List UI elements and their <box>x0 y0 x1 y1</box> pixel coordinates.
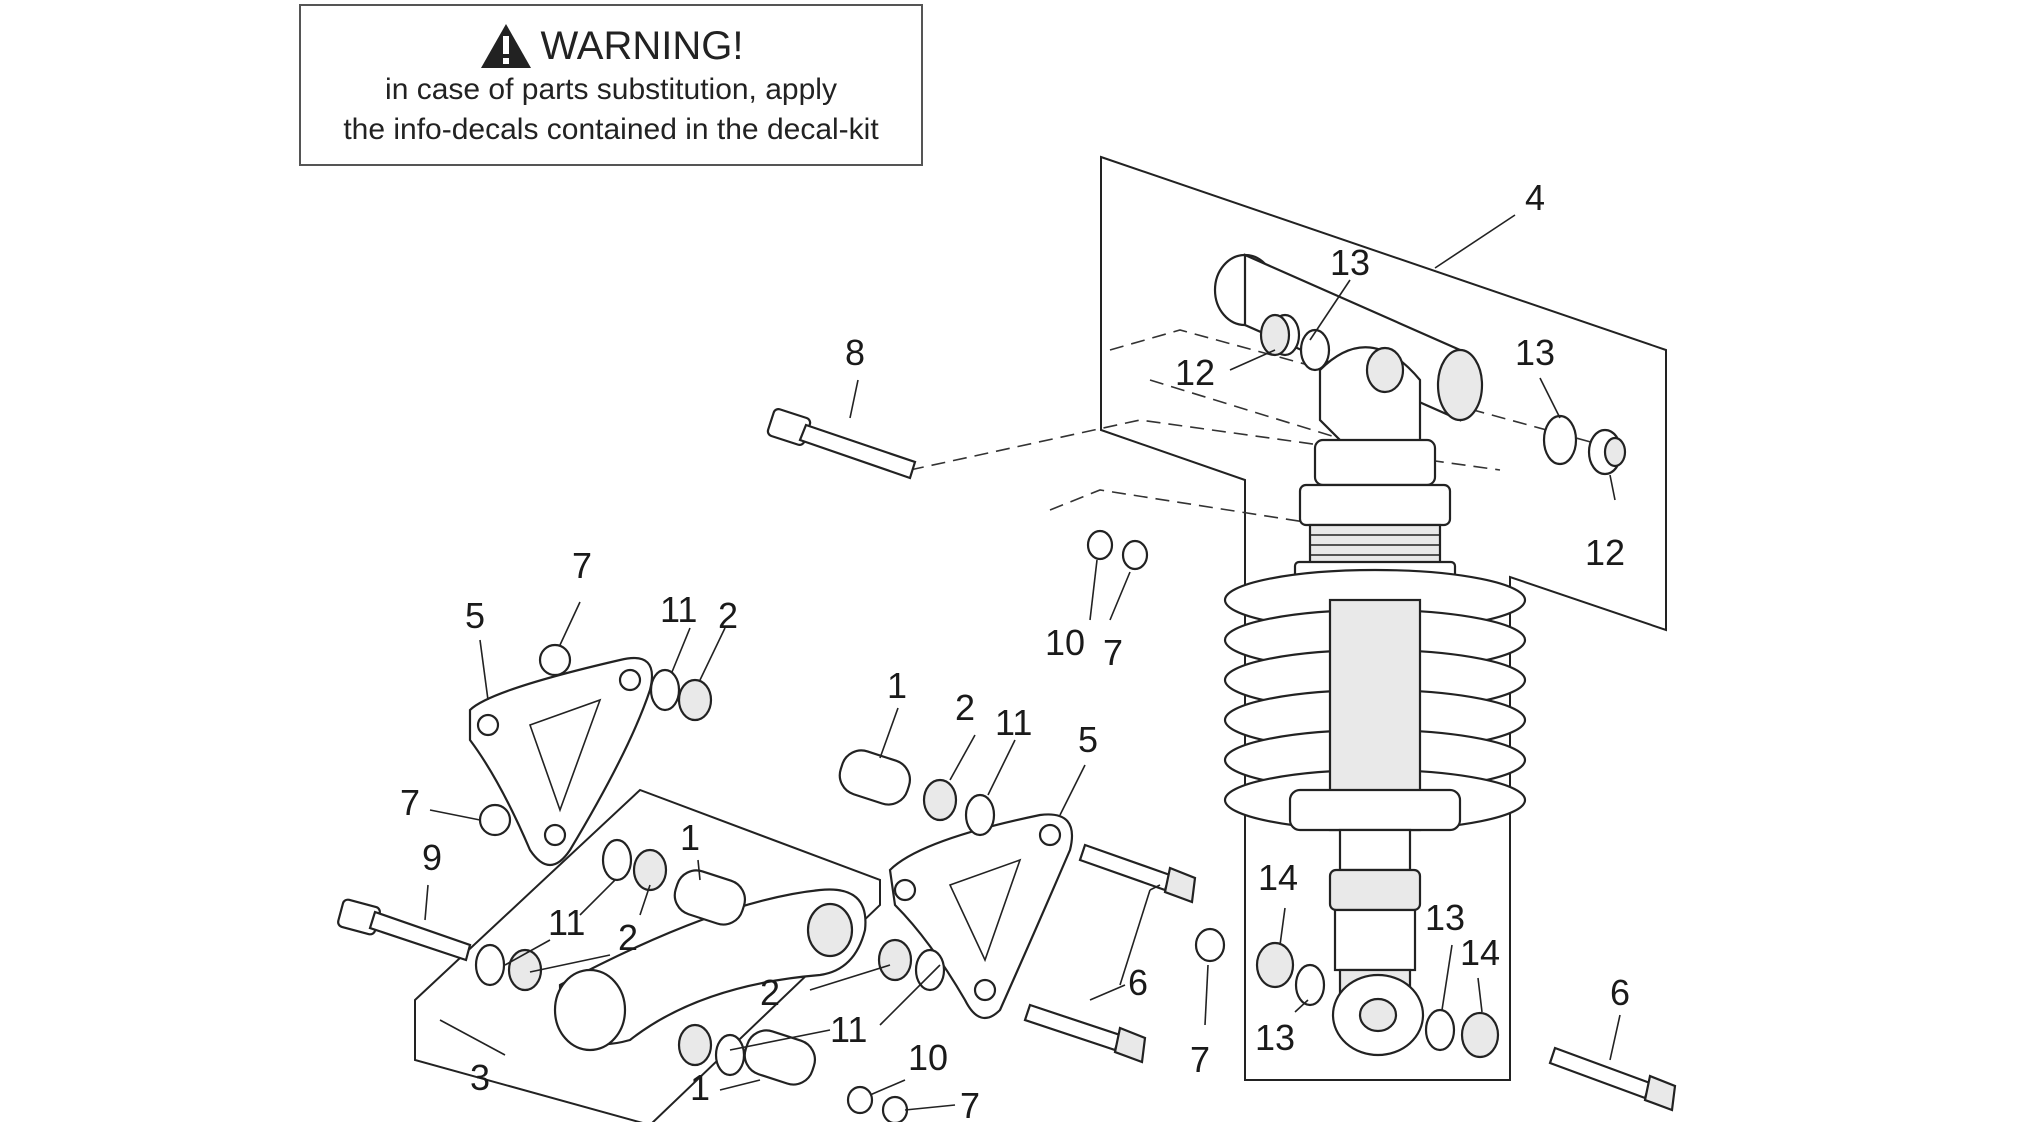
label-13-right: 13 <box>1515 332 1555 373</box>
label-7-bottom: 7 <box>960 1085 980 1122</box>
warning-title: WARNING! <box>540 24 744 68</box>
label-5-right: 5 <box>1078 719 1098 760</box>
label-2-top: 2 <box>718 595 738 636</box>
warning-line-2: the info-decals contained in the decal-k… <box>343 113 879 146</box>
warning-heading: WARNING! <box>301 22 921 70</box>
leader-lines <box>424 214 1621 1111</box>
label-11-lower: 11 <box>830 1009 867 1050</box>
label-7-right: 7 <box>1190 1039 1210 1080</box>
label-7-top: 7 <box>572 545 592 586</box>
label-5-left: 5 <box>465 595 485 636</box>
bolt-linkage-upper <box>1078 843 1197 904</box>
label-3: 3 <box>470 1057 490 1098</box>
label-1-middle: 1 <box>680 817 700 858</box>
label-13-top: 13 <box>1330 242 1370 283</box>
linkage-group-frame <box>414 788 881 1122</box>
label-1-top: 1 <box>887 665 907 706</box>
warning-box: WARNING! in case of parts substitution, … <box>299 4 923 166</box>
label-1-lower: 1 <box>690 1067 710 1108</box>
shock-bushings <box>1255 313 1627 1059</box>
label-12-top: 12 <box>1175 352 1215 393</box>
warning-triangle-icon <box>480 24 531 68</box>
label-7-left: 7 <box>400 782 420 823</box>
label-2-middle: 2 <box>955 687 975 728</box>
label-9: 9 <box>422 837 442 878</box>
assembly-axes <box>909 329 1621 541</box>
label-12-right: 12 <box>1585 532 1625 573</box>
label-10-lower: 10 <box>908 1037 948 1078</box>
shock-absorber <box>1213 253 1527 1057</box>
label-11-top: 11 <box>660 589 697 630</box>
shock-absorber-group-frame <box>1100 155 1667 1081</box>
reference-labels: 4 13 12 13 12 8 10 7 7 5 11 2 7 9 1 2 11… <box>400 177 1630 1122</box>
label-11-left: 11 <box>548 902 585 943</box>
label-8: 8 <box>845 332 865 373</box>
label-6-middle: 6 <box>1128 962 1148 1003</box>
label-11-middle: 11 <box>995 702 1032 743</box>
label-2-left: 2 <box>618 917 638 958</box>
label-13-left: 13 <box>1255 1017 1295 1058</box>
label-7-upper: 7 <box>1103 632 1123 673</box>
bolt-left <box>337 898 472 962</box>
warning-line-1: in case of parts substitution, apply <box>385 73 837 106</box>
label-14-left: 14 <box>1258 857 1298 898</box>
bolt-shock-lower <box>1548 1046 1677 1112</box>
label-2-lower: 2 <box>760 972 780 1013</box>
label-13-bottom: 13 <box>1425 897 1465 938</box>
label-4: 4 <box>1525 177 1545 218</box>
label-14-right: 14 <box>1460 932 1500 973</box>
bolt-top <box>766 408 917 480</box>
rocker-plate-left <box>468 656 654 867</box>
connecting-link <box>553 888 867 1052</box>
label-6-right: 6 <box>1610 972 1630 1013</box>
label-10-upper: 10 <box>1045 622 1085 663</box>
bolt-linkage-lower <box>1023 1003 1147 1064</box>
